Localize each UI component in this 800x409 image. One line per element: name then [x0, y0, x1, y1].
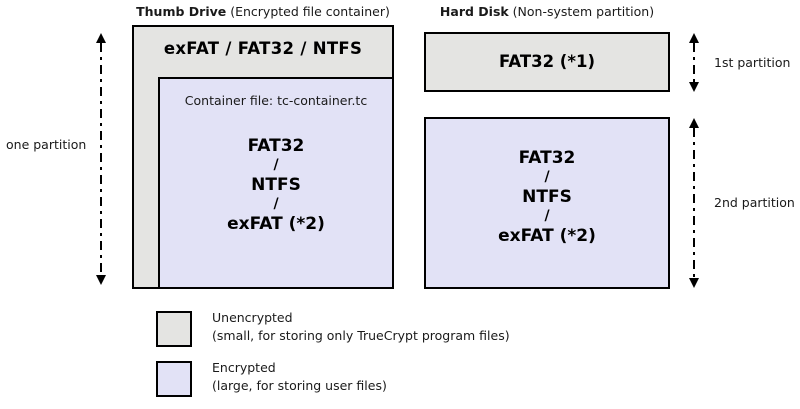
arrowhead-down-icon [688, 278, 699, 288]
thumb-fs-line-3: exFAT (*2) [227, 214, 325, 234]
thumb-drive-unencrypted-partition: exFAT / FAT32 / NTFS Container file: tc-… [132, 25, 394, 289]
second-partition-label: 2nd partition [714, 195, 795, 210]
thumb-fs-sep-1: / [273, 157, 279, 173]
legend-text-unencrypted: Unencrypted (small, for storing only Tru… [212, 309, 510, 345]
arrow-shaft [99, 43, 102, 275]
one-partition-label: one partition [6, 137, 87, 152]
hard-disk-title-bold: Hard Disk [439, 4, 509, 19]
second-partition-dimension-arrow-icon [688, 118, 699, 288]
arrow-shaft [692, 43, 695, 82]
hdd-fs-sep-2: / [544, 208, 550, 224]
container-file-label: Container file: tc-container.tc [184, 93, 368, 108]
legend-swatch-unencrypted [156, 311, 192, 347]
legend-swatch-encrypted [156, 361, 192, 397]
thumb-drive-title-bold: Thumb Drive [136, 4, 227, 19]
legend-unencrypted-subtitle: (small, for storing only TrueCrypt progr… [212, 328, 510, 343]
thumb-drive-title: Thumb Drive (Encrypted file container) [132, 4, 394, 19]
arrowhead-up-icon [688, 33, 699, 43]
first-partition-dimension-arrow-icon [688, 33, 699, 92]
legend-unencrypted-title: Unencrypted [212, 310, 293, 325]
arrowhead-up-icon [95, 33, 106, 43]
arrowhead-down-icon [688, 82, 699, 92]
thumb-drive-filesystem-label: exFAT / FAT32 / NTFS [163, 39, 363, 58]
arrowhead-up-icon [688, 118, 699, 128]
arrowhead-down-icon [95, 275, 106, 285]
first-partition-label: 1st partition [714, 55, 791, 70]
hdd-fs-line-3: exFAT (*2) [498, 226, 596, 246]
legend-encrypted-subtitle: (large, for storing user files) [212, 378, 387, 393]
hard-disk-partition-1-label: FAT32 (*1) [498, 52, 596, 71]
hard-disk-partition-2: FAT32 / NTFS / exFAT (*2) [424, 117, 670, 289]
hdd-fs-sep-1: / [544, 169, 550, 185]
legend-text-encrypted: Encrypted (large, for storing user files… [212, 359, 387, 395]
hdd-fs-line-2: NTFS [522, 187, 572, 207]
hard-disk-filesystem-stack: FAT32 / NTFS / exFAT (*2) [426, 147, 668, 247]
thumb-drive-title-note: (Encrypted file container) [226, 4, 390, 19]
thumb-drive-encrypted-container: Container file: tc-container.tc FAT32 / … [158, 77, 394, 289]
thumb-fs-sep-2: / [273, 196, 279, 212]
hard-disk-title-note: (Non-system partition) [508, 4, 655, 19]
thumb-drive-filesystem-stack: FAT32 / NTFS / exFAT (*2) [160, 135, 392, 235]
thumb-fs-line-1: FAT32 [247, 136, 305, 156]
thumb-fs-line-2: NTFS [251, 175, 301, 195]
arrow-shaft [692, 128, 695, 278]
hard-disk-title: Hard Disk (Non-system partition) [424, 4, 670, 19]
one-partition-dimension-arrow-icon [95, 33, 106, 285]
legend-encrypted-title: Encrypted [212, 360, 276, 375]
hard-disk-partition-1: FAT32 (*1) [424, 32, 670, 92]
hdd-fs-line-1: FAT32 [518, 148, 576, 168]
